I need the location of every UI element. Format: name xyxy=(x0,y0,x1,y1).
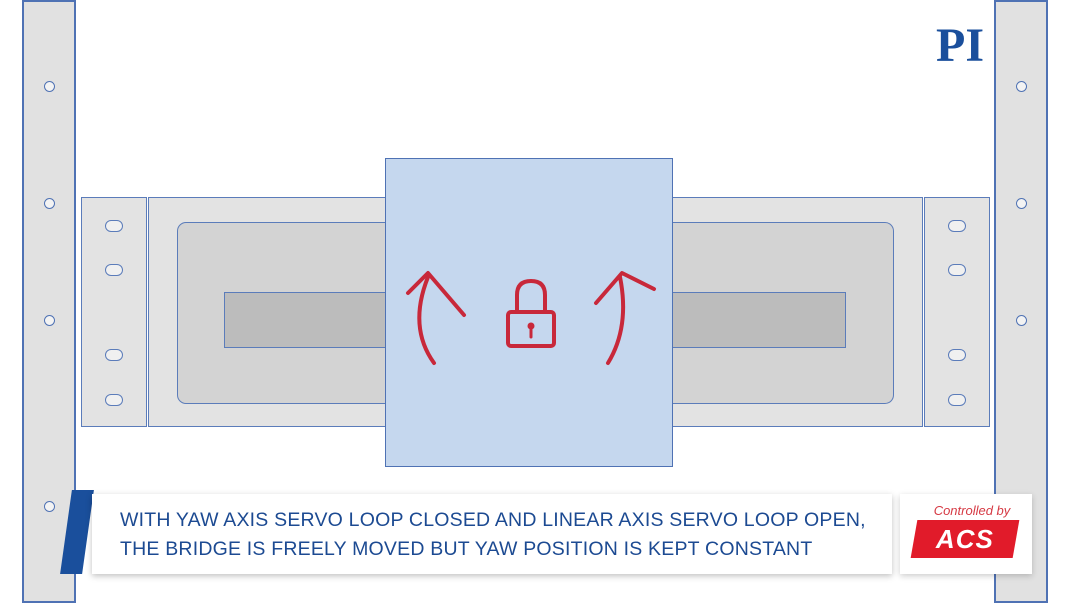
rail-hole xyxy=(44,315,55,326)
acs-logo-text: ACS xyxy=(936,523,994,554)
caption-line-1: WITH YAW AXIS SERVO LOOP CLOSED AND LINE… xyxy=(120,509,866,531)
right-end-block xyxy=(924,197,990,427)
mount-slot xyxy=(948,220,966,232)
right-stage-body xyxy=(661,197,923,427)
rail-hole xyxy=(1016,315,1027,326)
curved-arrow-icon xyxy=(406,271,466,365)
mount-slot xyxy=(105,394,123,406)
caption-text: WITH YAW AXIS SERVO LOOP CLOSED AND LINE… xyxy=(120,506,890,564)
mount-slot xyxy=(105,220,123,232)
rail-hole xyxy=(44,501,55,512)
mount-slot xyxy=(948,264,966,276)
rail-hole xyxy=(1016,198,1027,209)
caption-line-2: THE BRIDGE IS FREELY MOVED BUT YAW POSIT… xyxy=(120,538,813,560)
left-guide-bar xyxy=(224,292,394,348)
right-guide-bar xyxy=(661,292,846,348)
left-end-block xyxy=(81,197,147,427)
controlled-by-label: Controlled by xyxy=(933,503,1011,518)
lock-icon xyxy=(506,279,556,348)
acs-logo: ACS xyxy=(910,520,1020,558)
rail-hole xyxy=(1016,81,1027,92)
rail-hole xyxy=(44,198,55,209)
caption-panel xyxy=(92,494,892,574)
mount-slot xyxy=(948,349,966,361)
curved-arrow-icon xyxy=(594,271,656,365)
rail-hole xyxy=(44,81,55,92)
left-rail xyxy=(22,0,76,603)
left-stage-body xyxy=(148,197,407,427)
bridge xyxy=(385,158,673,467)
pi-logo: PI xyxy=(936,19,984,72)
bridge-graphics xyxy=(406,271,656,365)
mount-slot xyxy=(948,394,966,406)
mount-slot xyxy=(105,349,123,361)
mount-slot xyxy=(105,264,123,276)
